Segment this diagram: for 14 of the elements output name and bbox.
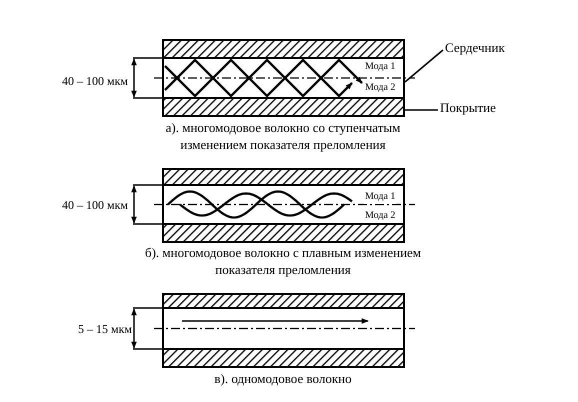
mode-label: Мода 1	[364, 190, 396, 204]
figure-caption: а). многомодовое волокно со ступенчатым изменением показателя преломления	[164, 119, 402, 153]
dimension-label: 40 – 100 мкм	[62, 74, 128, 88]
leader-line	[405, 109, 438, 111]
figure-caption: б). многомодовое волокно с плавным изменением показателя преломления	[144, 244, 422, 278]
part-label: Покрытие	[440, 101, 496, 115]
figure-caption: в). одномодовое волокно	[213, 370, 353, 387]
dimension-label: 40 – 100 мкм	[62, 198, 128, 212]
leader-line	[404, 49, 444, 83]
part-label: Сердечник	[445, 41, 505, 55]
mode-label: Мода 1	[364, 60, 396, 74]
mode-label: Мода 2	[364, 81, 396, 95]
dimension-label: 5 – 15 мкм	[78, 322, 132, 336]
mode-label: Мода 2	[364, 209, 396, 223]
